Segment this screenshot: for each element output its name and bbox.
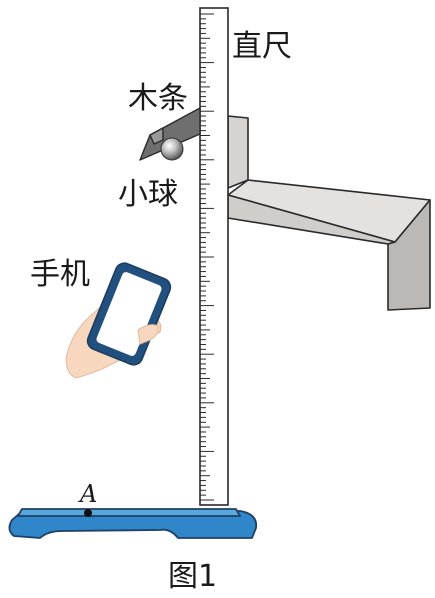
wood-strip-label: 木条 <box>128 81 188 116</box>
figure-caption: 图1 <box>168 559 217 594</box>
ruler-label: 直尺 <box>232 29 292 64</box>
point-a-label: A <box>78 480 97 508</box>
ruler <box>199 7 229 506</box>
phone-label: 手机 <box>30 257 90 292</box>
point-a-marker <box>84 509 92 517</box>
base <box>8 508 258 539</box>
thumb <box>137 324 159 345</box>
stand-clamp <box>227 115 431 311</box>
ball-label: 小球 <box>118 177 178 212</box>
ruler-ticks <box>200 13 214 501</box>
wood-strip <box>139 107 201 161</box>
ball <box>160 137 184 161</box>
phone <box>86 262 172 366</box>
